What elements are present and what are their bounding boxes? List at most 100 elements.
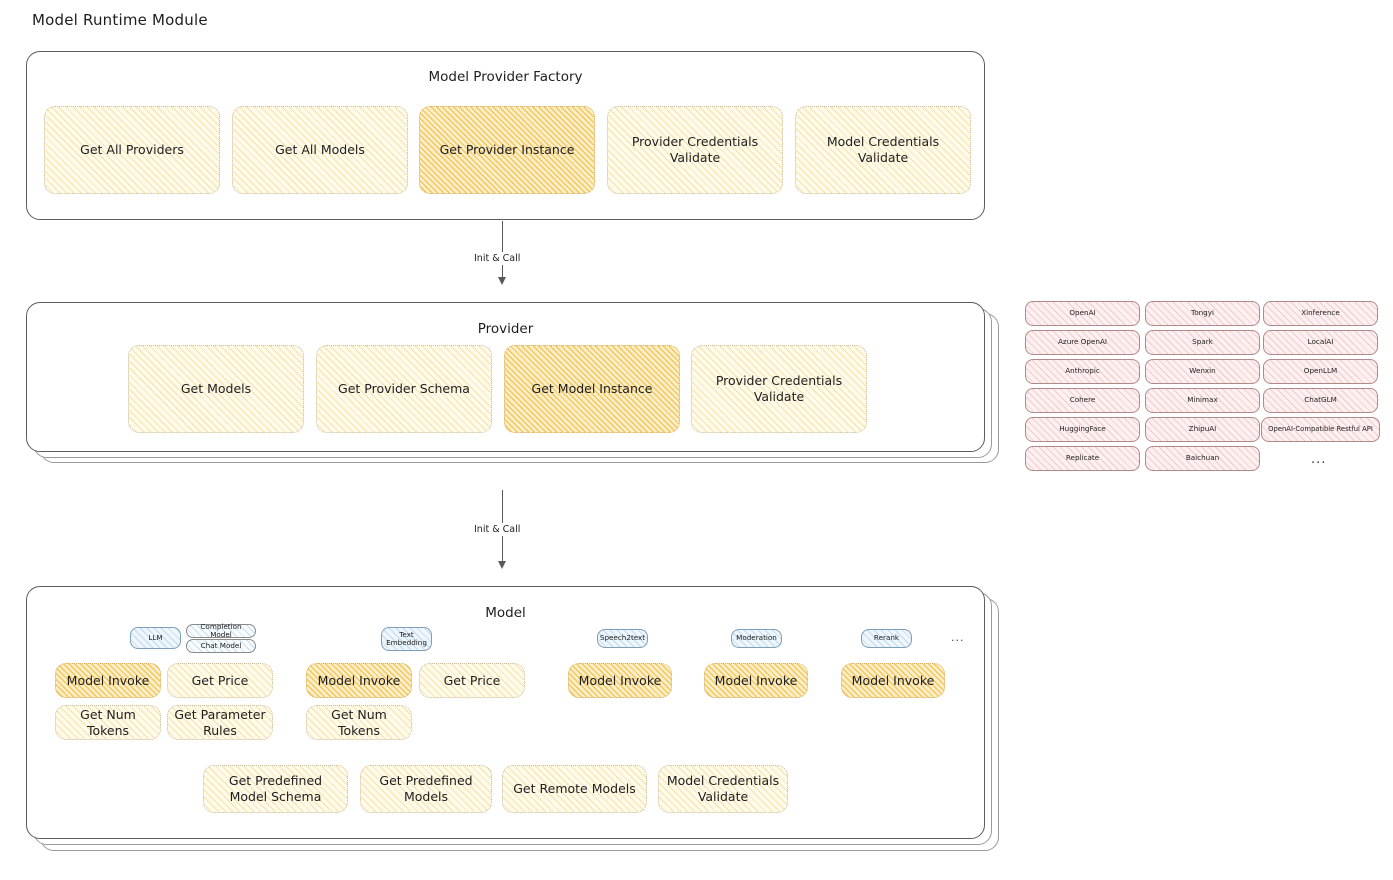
node-label: Get Num Tokens — [80, 706, 136, 738]
arrow-factory-to-provider-line — [502, 221, 503, 281]
model-provider-factory-title: Model Provider Factory — [428, 69, 583, 85]
provider-list-ellipsis: ... — [1311, 452, 1327, 467]
node-label: Model Credentials Validate — [826, 134, 940, 165]
llm-node-get-num-tokens[interactable]: Get Num Tokens — [55, 705, 161, 740]
node-label: Provider Credentials Validate — [715, 373, 843, 404]
tag-label: Anthropic — [1065, 366, 1100, 376]
tag-label: Moderation — [736, 633, 777, 643]
node-label: Get All Providers — [80, 142, 184, 158]
tag-label: Completion Model — [200, 621, 242, 639]
factory-node-model-credentials-validate[interactable]: Model Credentials Validate — [795, 106, 971, 194]
llm-node-get-parameter-rules[interactable]: Get Parameter Rules — [167, 705, 273, 740]
arrow-label-init-call-2: Init & Call — [470, 523, 525, 536]
text-embedding-node-get-num-tokens[interactable]: Get Num Tokens — [306, 705, 412, 740]
tag-label: Replicate — [1065, 453, 1100, 463]
page-title: Model Runtime Module — [32, 11, 208, 29]
model-badge-rerank[interactable]: Rerank — [861, 629, 912, 648]
node-label: Get Predefined Models — [379, 773, 473, 804]
provider-tag-spark[interactable]: Spark — [1145, 330, 1260, 355]
provider-tag-cohere[interactable]: Cohere — [1025, 388, 1140, 413]
model-groups-ellipsis: ... — [951, 631, 965, 644]
provider-tag-anthropic[interactable]: Anthropic — [1025, 359, 1140, 384]
node-label: Model Credentials Validate — [666, 773, 780, 804]
text-embedding-node-model-invoke[interactable]: Model Invoke — [306, 663, 412, 698]
model-badge-text-embedding[interactable]: Text Embedding — [381, 627, 432, 651]
provider-tag-openai[interactable]: OpenAI — [1025, 301, 1140, 326]
model-badge-moderation[interactable]: Moderation — [731, 629, 782, 648]
tag-label: Azure OpenAI — [1058, 337, 1107, 347]
tag-label: LocalAI — [1307, 337, 1334, 347]
node-label: Get All Models — [275, 142, 365, 158]
model-badge-speech2text[interactable]: Speech2text — [597, 629, 648, 648]
provider-node-get-model-instance[interactable]: Get Model Instance — [504, 345, 680, 433]
provider-node-provider-credentials-validate[interactable]: Provider Credentials Validate — [691, 345, 867, 433]
provider-tag-minimax[interactable]: Minimax — [1145, 388, 1260, 413]
text-embedding-node-get-price[interactable]: Get Price — [419, 663, 525, 698]
provider-tag-wenxin[interactable]: Wenxin — [1145, 359, 1260, 384]
provider-tag-localai[interactable]: LocalAI — [1263, 330, 1378, 355]
factory-node-get-all-models[interactable]: Get All Models — [232, 106, 408, 194]
tag-label: OpenLLM — [1303, 366, 1338, 376]
rerank-node-model-invoke[interactable]: Model Invoke — [841, 663, 945, 698]
node-label: Get Num Tokens — [331, 706, 387, 738]
provider-tag-replicate[interactable]: Replicate — [1025, 446, 1140, 471]
model-subbadge-chat-model[interactable]: Chat Model — [186, 639, 256, 653]
tag-label: Baichuan — [1185, 453, 1220, 463]
tag-label: Speech2text — [599, 633, 646, 643]
provider-tag-azure-openai[interactable]: Azure OpenAI — [1025, 330, 1140, 355]
model-subbadge-completion-model[interactable]: Completion Model — [186, 621, 256, 639]
node-label: Provider Credentials Validate — [631, 134, 759, 165]
model-title: Model — [485, 605, 526, 621]
factory-node-provider-credentials-validate[interactable]: Provider Credentials Validate — [607, 106, 783, 194]
llm-node-model-invoke[interactable]: Model Invoke — [55, 663, 161, 698]
provider-tag-baichuan[interactable]: Baichuan — [1145, 446, 1260, 471]
tag-label: Xinference — [1301, 308, 1340, 318]
model-node-model-credentials-validate[interactable]: Model Credentials Validate — [658, 765, 788, 813]
node-label: Get Predefined Model Schema — [228, 773, 323, 804]
speech2text-node-model-invoke[interactable]: Model Invoke — [568, 663, 672, 698]
provider-title: Provider — [477, 321, 534, 337]
node-label: Model Invoke — [317, 672, 401, 688]
node-label: Get Models — [180, 381, 252, 397]
moderation-node-model-invoke[interactable]: Model Invoke — [704, 663, 808, 698]
tag-label: Text Embedding — [386, 629, 427, 647]
tag-label: HuggingFace — [1059, 424, 1106, 434]
provider-tag-zhipuai[interactable]: ZhipuAI — [1145, 417, 1260, 442]
arrow-provider-to-model-head — [497, 561, 506, 569]
provider-node-get-models[interactable]: Get Models — [128, 345, 304, 433]
provider-tag-tongyi[interactable]: Tongyi — [1145, 301, 1260, 326]
model-badge-llm[interactable]: LLM — [130, 627, 181, 649]
provider-node-get-provider-schema[interactable]: Get Provider Schema — [316, 345, 492, 433]
node-label: Get Provider Instance — [439, 142, 575, 158]
tag-label: Chat Model — [200, 640, 242, 650]
arrow-factory-to-provider-head — [497, 277, 506, 285]
llm-node-get-price[interactable]: Get Price — [167, 663, 273, 698]
tag-label: ChatGLM — [1304, 395, 1337, 405]
node-label: Get Provider Schema — [338, 381, 470, 397]
tag-label: OpenAI — [1069, 308, 1096, 318]
node-label: Get Price — [443, 672, 501, 688]
node-label: Get Model Instance — [531, 381, 653, 397]
factory-node-get-provider-instance[interactable]: Get Provider Instance — [419, 106, 595, 194]
tag-label: Minimax — [1187, 395, 1218, 405]
node-label: Get Price — [191, 672, 249, 688]
model-node-get-predefined-models[interactable]: Get Predefined Models — [360, 765, 492, 813]
node-label: Model Invoke — [714, 672, 798, 688]
model-node-get-remote-models[interactable]: Get Remote Models — [502, 765, 647, 813]
provider-tag-openllm[interactable]: OpenLLM — [1263, 359, 1378, 384]
tag-label: LLM — [148, 632, 163, 642]
factory-node-get-all-providers[interactable]: Get All Providers — [44, 106, 220, 194]
tag-label: Tongyi — [1191, 308, 1214, 318]
node-label: Model Invoke — [66, 672, 150, 688]
provider-tag-chatglm[interactable]: ChatGLM — [1263, 388, 1378, 413]
provider-tag-openai-compatible-restful-api[interactable]: OpenAI-Compatible Restful API — [1261, 417, 1380, 442]
provider-tag-huggingface[interactable]: HuggingFace — [1025, 417, 1140, 442]
tag-label: ZhipuAI — [1188, 424, 1217, 434]
provider-tag-xinference[interactable]: Xinference — [1263, 301, 1378, 326]
tag-label: Wenxin — [1189, 366, 1216, 376]
node-label: Model Invoke — [851, 672, 935, 688]
tag-label: Rerank — [873, 633, 900, 643]
model-node-get-predefined-model-schema[interactable]: Get Predefined Model Schema — [203, 765, 348, 813]
node-label: Model Invoke — [578, 672, 662, 688]
